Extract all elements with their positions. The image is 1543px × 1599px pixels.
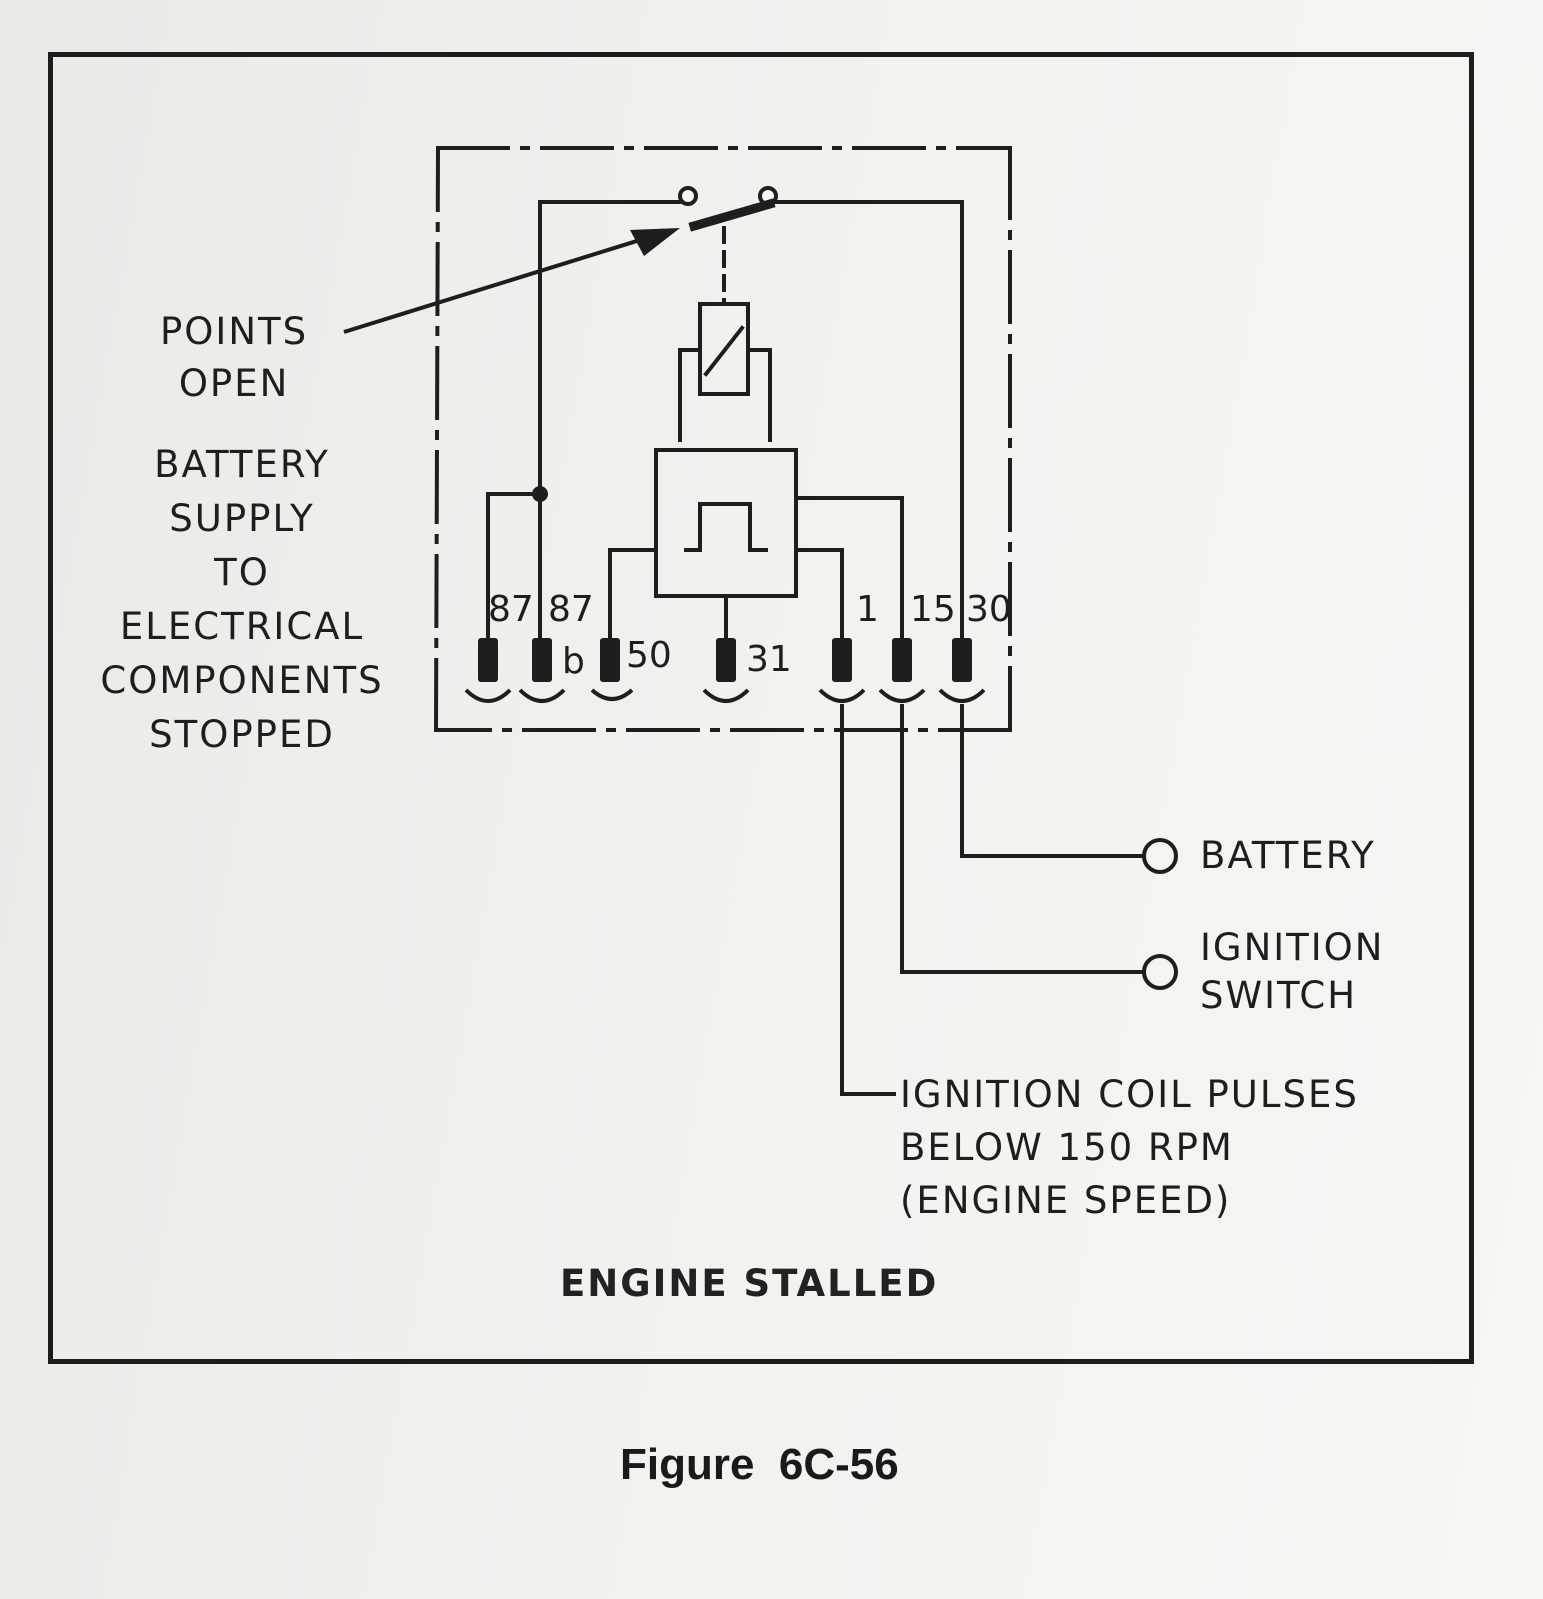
battery-supply-line-6: STOPPED: [149, 713, 335, 756]
ignition-switch-terminal-icon: [1142, 954, 1178, 990]
terminal-label-30: 30: [966, 589, 1012, 630]
ignition-switch-line-1: IGNITION: [1200, 926, 1385, 969]
wire-ignition-switch: [900, 704, 1144, 974]
points-switch: [538, 186, 964, 232]
points-open-line-2: OPEN: [178, 362, 290, 405]
pointer-arrowhead: [630, 228, 680, 256]
ignition-switch-label: IGNITION SWITCH: [1200, 924, 1385, 1020]
battery-supply-line-2: SUPPLY: [169, 497, 315, 540]
battery-supply-label: BATTERY SUPPLY TO ELECTRICAL COMPONENTS …: [74, 438, 410, 762]
terminal-blade-31: [716, 638, 736, 682]
terminal-blade-50: [600, 638, 620, 682]
ignition-coil-line-2: BELOW 150 RPM: [900, 1126, 1234, 1169]
terminal-blades: [478, 638, 972, 682]
terminal-label-87: 87: [488, 589, 534, 630]
battery-label: BATTERY: [1200, 834, 1376, 877]
terminal-blade-87: [478, 638, 498, 682]
wire-battery: [960, 704, 1144, 858]
battery-terminal-icon: [1142, 838, 1178, 874]
wire-1: [794, 548, 844, 650]
relay-housing-outline: [433, 145, 1012, 733]
socket-cups: [464, 688, 986, 703]
ignition-coil-label: IGNITION COIL PULSES BELOW 150 RPM (ENGI…: [900, 1068, 1359, 1227]
terminal-label-15: 15: [910, 589, 956, 630]
terminal-label-31: 31: [746, 639, 792, 680]
terminal-blade-87b: [532, 638, 552, 682]
terminal-label-87b-suffix: b: [562, 641, 585, 682]
wire-50: [608, 548, 658, 650]
figure-caption: Figure 6C-56: [620, 1440, 899, 1489]
points-open-label: POINTS OPEN: [160, 306, 308, 410]
pulse-module: [654, 448, 798, 598]
points-pointer-line: [343, 238, 641, 334]
relay-coil: [678, 302, 772, 442]
engine-state-label: ENGINE STALLED: [560, 1262, 939, 1305]
wire-87: [486, 492, 542, 650]
points-open-line-1: POINTS: [160, 310, 309, 353]
terminal-label-50: 50: [626, 635, 672, 676]
battery-supply-line-5: COMPONENTS: [100, 659, 384, 702]
battery-supply-line-1: BATTERY: [154, 443, 330, 486]
terminal-label-1: 1: [856, 589, 879, 630]
ignition-coil-line-3: (ENGINE SPEED): [900, 1179, 1232, 1222]
wire-ignition-coil: [840, 704, 896, 1096]
terminal-blade-15: [892, 638, 912, 682]
ignition-switch-line-2: SWITCH: [1200, 974, 1358, 1017]
terminal-blade-1: [832, 638, 852, 682]
ignition-coil-line-1: IGNITION COIL PULSES: [900, 1073, 1359, 1116]
battery-supply-line-4: ELECTRICAL: [119, 605, 365, 648]
junction-node: [532, 486, 548, 502]
figure-frame: [48, 52, 1474, 1364]
battery-supply-line-3: TO: [214, 551, 270, 594]
terminal-blade-30: [952, 638, 972, 682]
terminal-label-87b: 87: [548, 589, 594, 630]
wire-15: [794, 496, 904, 650]
